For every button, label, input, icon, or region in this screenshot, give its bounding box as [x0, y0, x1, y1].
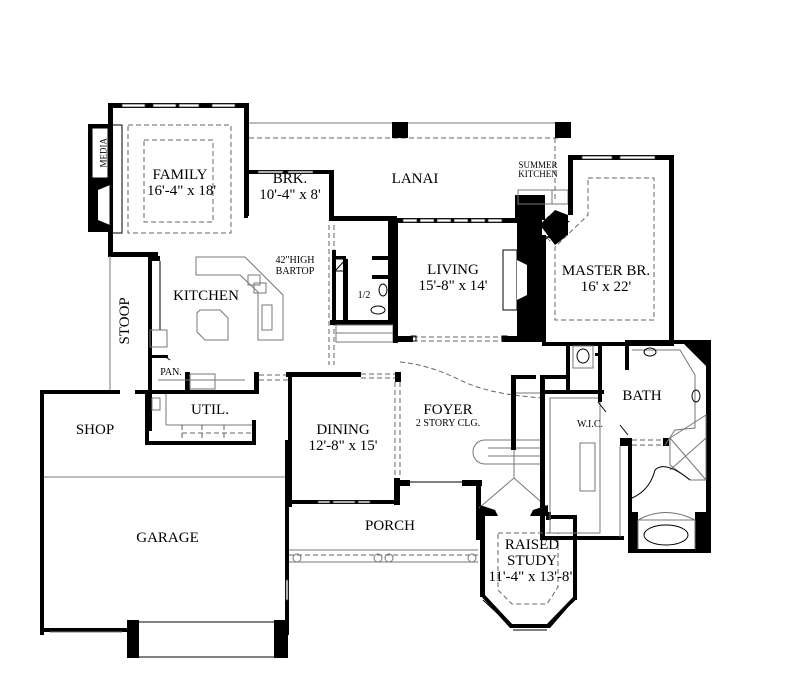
breakfast-label: BRK. 10'-4" x 8': [250, 171, 330, 204]
lanai-outline: [249, 122, 571, 200]
room-size: 11'-4" x 13'-8": [488, 568, 576, 585]
room-name: DINING: [316, 422, 370, 438]
media-left-label: MEDIA: [98, 137, 109, 168]
room-size: 16'-4" x 18': [147, 182, 217, 199]
utility-walls: [145, 390, 256, 445]
shop-label: SHOP: [75, 422, 115, 438]
dining-walls: [288, 372, 401, 507]
pantry-label: PAN.: [160, 367, 182, 378]
porch-label: PORCH: [364, 518, 416, 534]
room-name: FOYER: [423, 402, 473, 418]
room-size: 15'-8" x 14': [418, 277, 488, 294]
study-line2: STUDY: [506, 552, 557, 569]
summer-kitchen-line2: KITCHEN: [518, 169, 558, 180]
kitchen-label: KITCHEN: [173, 288, 239, 304]
room-size: 10'-4" x 8': [259, 186, 321, 203]
study-line1: RAISED: [504, 537, 560, 553]
foyer-note: 2 STORY CLG.: [415, 417, 481, 429]
dining-label: DINING 12'-8" x 15': [298, 422, 388, 455]
family-room-walls: [88, 103, 249, 257]
summer-kitchen-label: SUMMER KITCHEN: [510, 160, 566, 180]
bartop-label: 42"HIGH BARTOP: [260, 255, 330, 277]
foyer-label: FOYER 2 STORY CLG.: [408, 402, 488, 429]
bartop-line2: BARTOP: [275, 265, 315, 277]
room-name: BRK.: [272, 171, 308, 187]
garage-label: GARAGE: [136, 530, 199, 546]
room-name: MASTER BR.: [561, 263, 651, 279]
half-bath-label: 1/2: [357, 290, 371, 301]
master-bedroom-walls: [517, 155, 674, 346]
bath-label: BATH: [622, 388, 662, 404]
room-size: 12'-8" x 15': [308, 437, 378, 454]
summer-kitchen-line1: SUMMER: [518, 160, 558, 170]
family-room-label: FAMILY 16'-4" x 18': [147, 167, 217, 200]
living-walls: [393, 195, 545, 343]
lanai-label: LANAI: [391, 171, 439, 187]
kitchen-walls: [148, 256, 361, 431]
foyer-walls: [398, 361, 570, 540]
room-name: LIVING: [427, 262, 479, 278]
wic-label: W.I.C.: [576, 419, 604, 430]
room-size: 16' x 22': [580, 278, 632, 295]
bartop-line1: 42"HIGH: [275, 255, 315, 266]
utility-label: UTIL.: [191, 402, 229, 418]
study-walls: [480, 505, 577, 631]
stoop-label: STOOP: [117, 297, 134, 345]
master-bedroom-label: MASTER BR. 16' x 22': [556, 263, 656, 296]
porch-outline: [289, 549, 478, 563]
master-bath-walls: [544, 340, 711, 553]
room-name: FAMILY: [152, 167, 208, 183]
breakfast-walls: [244, 170, 397, 365]
living-label: LIVING 15'-8" x 14': [408, 262, 498, 295]
garage-walls: [40, 390, 289, 658]
study-label: RAISED STUDY 11'-4" x 13'-8": [484, 537, 580, 585]
half-bath-walls: [330, 218, 394, 343]
